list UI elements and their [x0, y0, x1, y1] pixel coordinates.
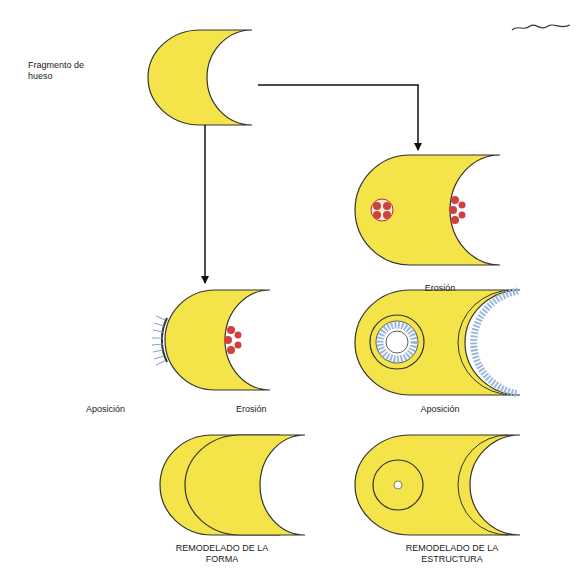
process-label: Erosión [400, 283, 480, 294]
result-label: REMODELADO DE LA FORMA [172, 543, 272, 565]
bone-fragment [148, 30, 252, 125]
bone-fragment [355, 290, 520, 395]
bone-fragment [355, 435, 520, 535]
osteoblast-layer [152, 316, 167, 365]
osteoclast-cluster [371, 196, 466, 224]
bone-fragment [185, 435, 305, 535]
process-label: Aposición [400, 404, 480, 415]
osteon [373, 460, 423, 510]
flow-arrow [204, 125, 206, 283]
caption-label: Fragmento de hueso [28, 60, 90, 82]
bone-fragment [355, 155, 500, 265]
bone-fragment [165, 290, 270, 390]
process-label: Aposición [86, 404, 156, 415]
flow-arrow [258, 85, 418, 150]
new-bone-line [458, 435, 508, 535]
signature [512, 25, 570, 30]
osteoclast-cluster [224, 326, 242, 354]
process-label: Erosión [236, 404, 296, 415]
osteon-apposition [370, 290, 518, 395]
result-label: REMODELADO DE LA ESTRUCTURA [397, 543, 507, 565]
osteon-canal [394, 481, 402, 489]
